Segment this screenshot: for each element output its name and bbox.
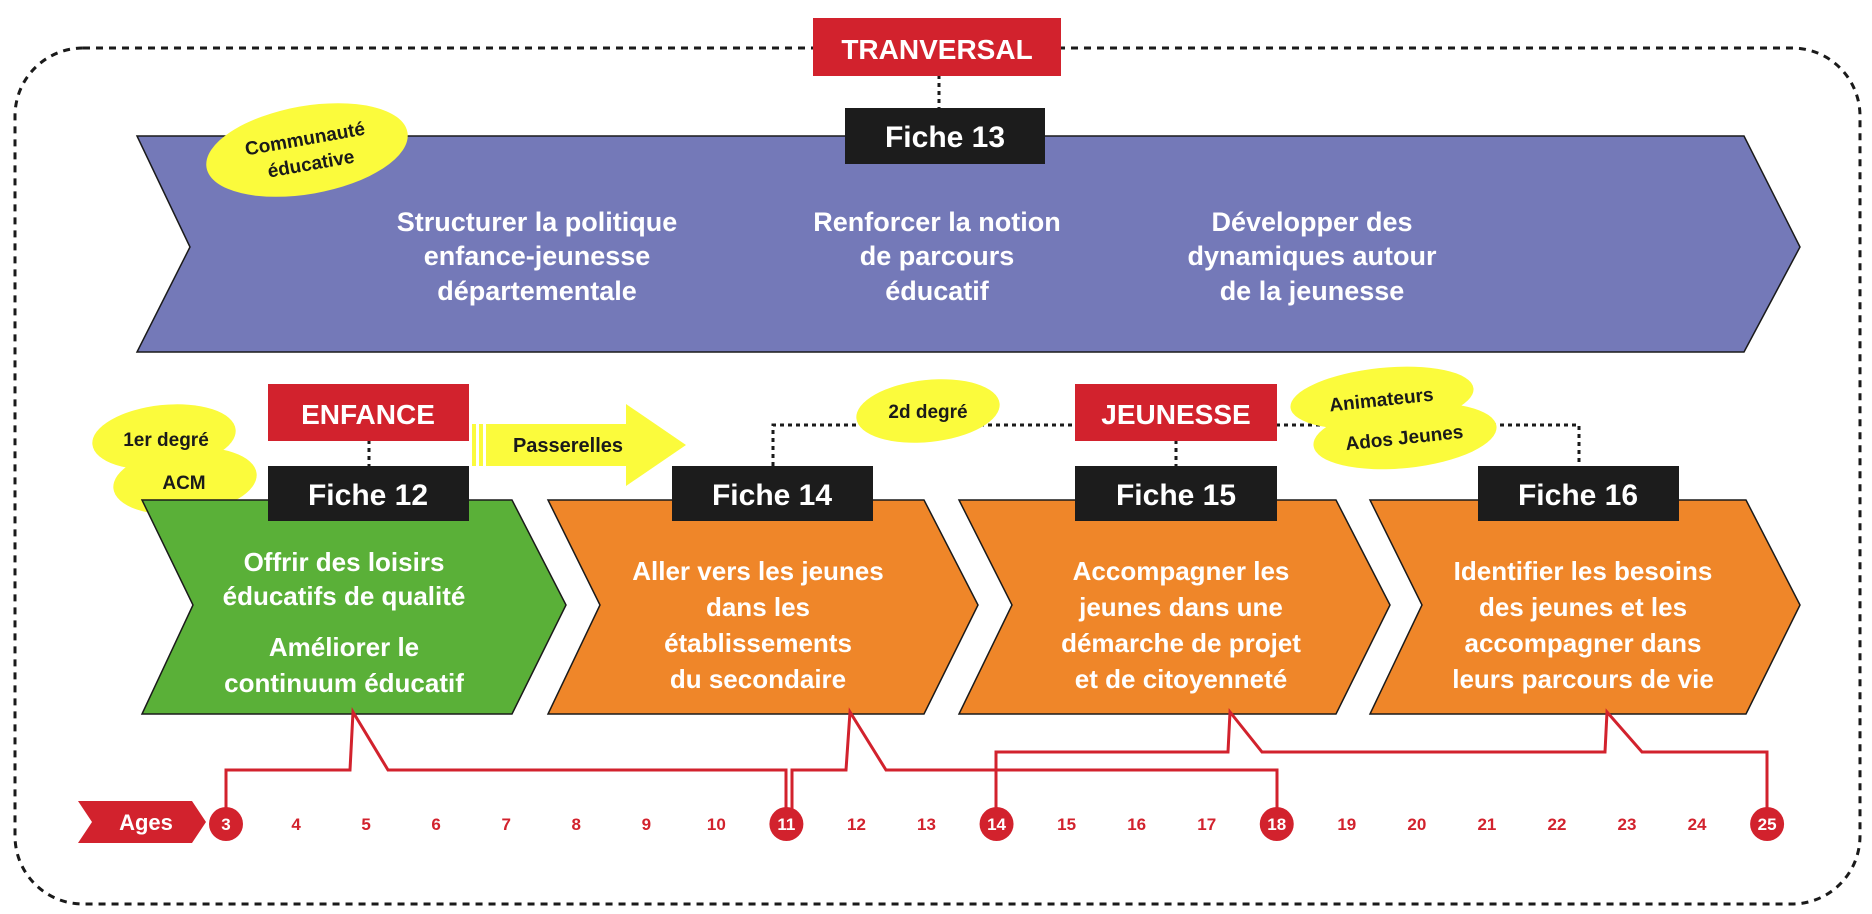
age-marker-3 — [209, 807, 243, 841]
transversal-label: TRANVERSAL — [841, 34, 1032, 65]
age-3: 3 — [221, 815, 230, 834]
fiche-16: Fiche 16 Identifier les besoins des jeun… — [1368, 466, 1801, 715]
svg-text:leurs parcours de vie: leurs parcours de vie — [1452, 664, 1714, 694]
age-4: 4 — [291, 815, 301, 834]
svg-text:enfance-jeunesse: enfance-jeunesse — [424, 241, 651, 271]
age-5: 5 — [361, 815, 370, 834]
enfance-label: ENFANCE — [301, 399, 435, 430]
svg-text:Structurer la politique: Structurer la politique — [397, 207, 678, 237]
tag-acm-label: ACM — [162, 473, 205, 494]
age-25: 25 — [1758, 815, 1777, 834]
svg-text:des jeunes et les: des jeunes et les — [1479, 592, 1687, 622]
tag-communaute-educative — [206, 103, 408, 197]
fiche-15-title: Fiche 15 — [1116, 479, 1236, 512]
fiche-14: Fiche 14 Aller vers les jeunes dans les … — [546, 466, 979, 715]
svg-text:Aller vers les jeunes: Aller vers les jeunes — [632, 556, 883, 586]
ages-label: Ages — [119, 810, 173, 835]
svg-text:dynamiques autour: dynamiques autour — [1187, 241, 1437, 271]
objective-1: Structurer la politique enfance-jeunesse… — [397, 207, 678, 306]
svg-text:Améliorer le: Améliorer le — [269, 632, 419, 662]
objective-2: Renforcer la notion de parcours éducatif — [813, 207, 1061, 306]
svg-text:de parcours: de parcours — [860, 241, 1015, 271]
fiche-12-title: Fiche 12 — [308, 479, 428, 512]
age-scale: 3 4 5 6 7 8 9 10 11 12 13 14 15 16 17 18 19 20 21 22 23 24 25 — [209, 807, 1785, 841]
age-marker-25 — [1750, 807, 1785, 841]
age-9: 9 — [642, 815, 651, 834]
svg-text:départementale: départementale — [437, 276, 637, 306]
age-13: 13 — [917, 815, 936, 834]
age-marker-14 — [979, 807, 1014, 841]
tag-2d-degre — [856, 379, 1000, 443]
svg-text:Accompagner les: Accompagner les — [1073, 556, 1290, 586]
age-21: 21 — [1477, 815, 1496, 834]
tag-1er-degre-label: 1er degré — [123, 430, 209, 451]
svg-text:de la jeunesse: de la jeunesse — [1220, 276, 1405, 306]
fiche-13-title: Fiche 13 — [885, 121, 1005, 154]
svg-text:jeunes dans une: jeunes dans une — [1078, 592, 1283, 622]
fiche-13-chevron — [135, 135, 1801, 353]
age-14: 14 — [987, 815, 1006, 834]
age-18: 18 — [1267, 815, 1286, 834]
passerelles-arrow: Passerelles — [472, 404, 686, 486]
objective-3: Développer des dynamiques autour de la j… — [1187, 207, 1437, 306]
age-marker-18 — [1259, 807, 1294, 841]
fiche-13-title-box — [845, 108, 1045, 164]
svg-text:Identifier les besoins: Identifier les besoins — [1454, 556, 1713, 586]
enfance-label-box — [268, 384, 469, 441]
outer-dashed-frame — [13, 46, 1862, 906]
jeunesse-label: JEUNESSE — [1101, 399, 1250, 430]
passerelles-label: Passerelles — [513, 435, 623, 457]
svg-text:démarche de projet: démarche de projet — [1061, 628, 1301, 658]
age-7: 7 — [501, 815, 510, 834]
svg-text:éducatifs de qualité: éducatifs de qualité — [223, 581, 466, 611]
fiche-15: Fiche 15 Accompagner les jeunes dans une… — [957, 466, 1391, 715]
svg-text:accompagner dans: accompagner dans — [1465, 628, 1702, 658]
age-19: 19 — [1337, 815, 1356, 834]
age-11: 11 — [777, 815, 795, 834]
svg-text:et de citoyenneté: et de citoyenneté — [1075, 664, 1287, 694]
age-20: 20 — [1407, 815, 1426, 834]
age-8: 8 — [572, 815, 581, 834]
age-range-lines — [224, 707, 1769, 824]
age-10: 10 — [707, 815, 726, 834]
age-marker-11 — [769, 807, 804, 841]
transversal-label-box — [813, 18, 1061, 76]
ages-label-arrow — [78, 801, 206, 843]
svg-text:Développer des: Développer des — [1211, 207, 1412, 237]
svg-text:dans les: dans les — [706, 592, 810, 622]
age-17: 17 — [1197, 815, 1216, 834]
fiche-14-title: Fiche 14 — [712, 479, 832, 512]
age-12: 12 — [847, 815, 866, 834]
svg-text:éducatif: éducatif — [885, 276, 990, 306]
age-16: 16 — [1127, 815, 1146, 834]
svg-text:Renforcer la notion: Renforcer la notion — [813, 207, 1061, 237]
tag-animateurs — [1290, 366, 1474, 430]
jeunesse-label-box — [1075, 384, 1277, 441]
tag-1er-degre — [92, 404, 236, 470]
svg-text:établissements: établissements — [664, 628, 852, 658]
svg-text:continuum éducatif: continuum éducatif — [224, 668, 464, 698]
tag-2d-degre-label: 2d degré — [888, 402, 967, 423]
svg-text:du secondaire: du secondaire — [670, 664, 846, 694]
fiche-16-title: Fiche 16 — [1518, 479, 1638, 512]
svg-text:Offrir des loisirs: Offrir des loisirs — [244, 547, 445, 577]
age-24: 24 — [1688, 815, 1707, 834]
fiche-12: Fiche 12 Offrir des loisirs éducatifs de… — [140, 466, 567, 715]
age-23: 23 — [1618, 815, 1637, 834]
age-22: 22 — [1547, 815, 1566, 834]
age-15: 15 — [1057, 815, 1076, 834]
age-6: 6 — [431, 815, 440, 834]
